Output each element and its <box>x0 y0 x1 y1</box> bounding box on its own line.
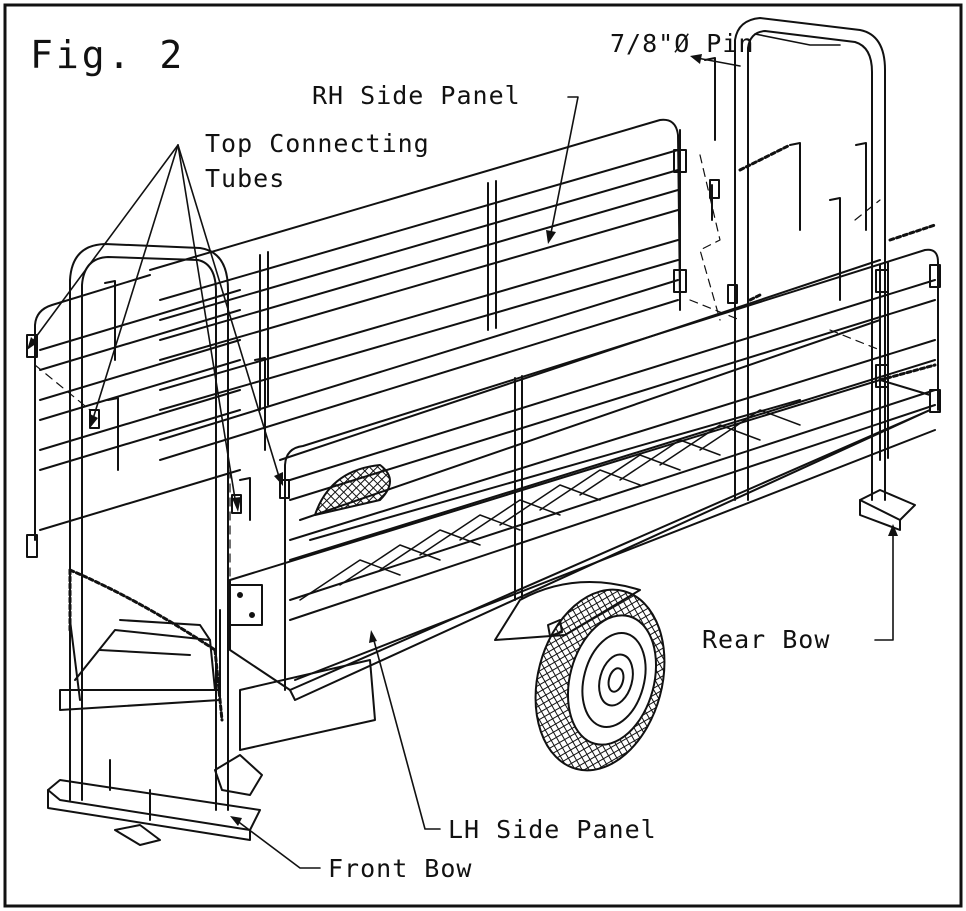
floor-cleats <box>299 409 801 601</box>
fender <box>494 581 641 641</box>
front-bow <box>47 243 261 846</box>
connecting-pins <box>89 57 867 521</box>
front-bow-label: Front Bow <box>328 854 472 883</box>
rh-side-panel <box>149 118 681 461</box>
hinge-plate <box>229 584 263 626</box>
lh-side-panel <box>284 248 939 691</box>
chains <box>68 143 937 722</box>
hitch-bracket <box>214 754 263 796</box>
wheel <box>534 588 666 772</box>
figure-title: Fig. 2 <box>30 33 185 77</box>
pin-label: 7/8"Ø Pin <box>610 29 754 58</box>
figure-border <box>3 3 963 908</box>
front-step <box>74 619 216 691</box>
leader-lines <box>29 33 894 869</box>
lh-side-panel-label: LH Side Panel <box>448 815 657 844</box>
rear-gate <box>673 129 941 413</box>
top-tubes-label-line1: Top Connecting <box>205 129 430 158</box>
spare-tire <box>314 464 391 516</box>
rear-bow-label: Rear Bow <box>702 625 830 654</box>
rear-bow <box>734 17 916 531</box>
top-tubes-label-line2: Tubes <box>205 164 285 193</box>
arrowheads <box>27 54 898 826</box>
front-gate-panel <box>26 274 241 558</box>
rh-side-panel-label: RH Side Panel <box>312 81 521 110</box>
